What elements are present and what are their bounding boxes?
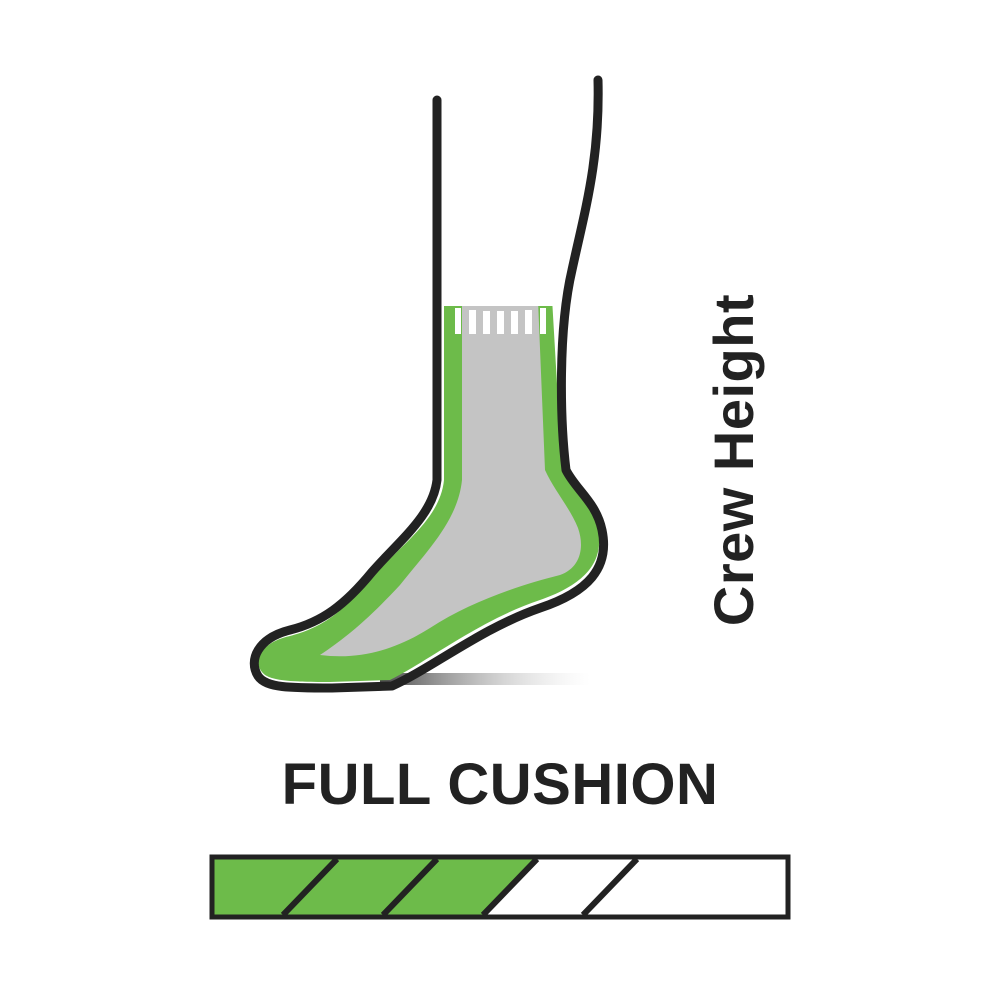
cushion-title: FULL CUSHION: [281, 752, 719, 817]
height-label: Crew Height: [702, 293, 765, 627]
cuff-ribbing-icon: [455, 308, 546, 334]
ground-shadow: [380, 673, 590, 685]
sock-inner-shape: [320, 300, 581, 657]
leg-foot-outline: [249, 75, 609, 693]
